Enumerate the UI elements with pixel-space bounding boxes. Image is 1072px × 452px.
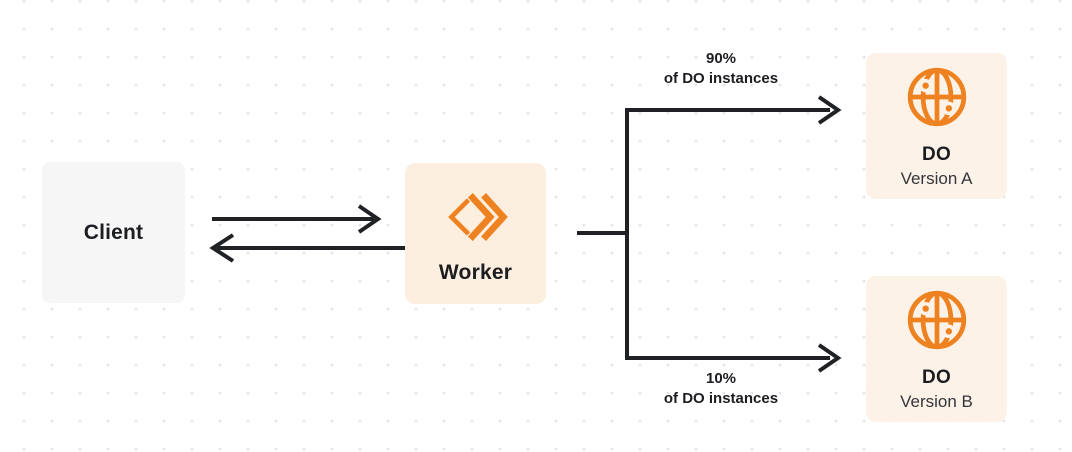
durable-object-globe-icon xyxy=(907,67,966,127)
worker-node: Worker xyxy=(405,163,546,304)
do-b-title: DO xyxy=(922,367,951,388)
branch-a-caption: of DO instances xyxy=(663,70,779,87)
do-a-title: DO xyxy=(922,144,951,165)
client-node: Client xyxy=(42,162,185,303)
branch-a-percent: 90% xyxy=(705,50,737,67)
branch-b-percent: 10% xyxy=(705,370,737,387)
branch-a-arrowhead xyxy=(817,95,842,125)
do-version-a-node: DO Version A xyxy=(866,53,1007,199)
do-b-subtitle: Version B xyxy=(900,392,973,411)
client-label: Client xyxy=(83,220,144,244)
branch-trunk xyxy=(625,108,830,360)
client-to-worker-arrowhead xyxy=(357,204,382,234)
worker-to-client-arrowhead xyxy=(209,233,235,263)
branch-b-arrowhead xyxy=(817,343,842,373)
workers-logo-icon xyxy=(447,193,508,241)
branch-b-caption: of DO instances xyxy=(663,390,779,407)
do-a-subtitle: Version A xyxy=(900,169,973,188)
branch-b-label: 10% of DO instances xyxy=(615,369,827,409)
branch-a-label: 90% of DO instances xyxy=(615,49,827,89)
durable-object-globe-icon xyxy=(907,290,966,350)
worker-label: Worker xyxy=(438,261,513,284)
do-version-b-node: DO Version B xyxy=(866,276,1007,422)
